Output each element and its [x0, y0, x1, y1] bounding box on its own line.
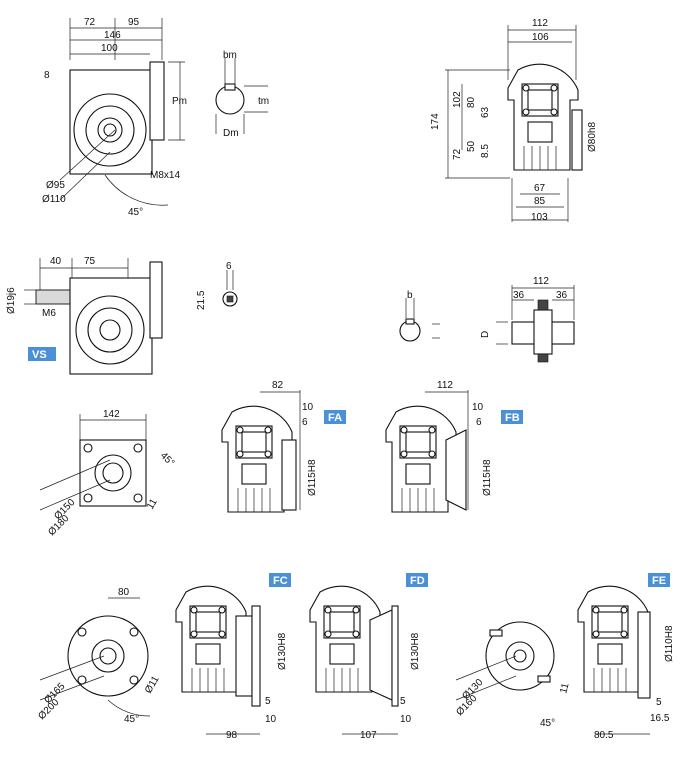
dim-phi110: Ø110 [42, 194, 66, 205]
dim-102: 102 [452, 91, 463, 108]
dim-11: 11 [145, 497, 160, 512]
vs-view: 40 75 Ø19j6 M6 VS [6, 256, 163, 375]
dim-phi115-fa: Ø115H8 [307, 459, 318, 496]
dim-phi11: Ø11 [143, 674, 162, 696]
dim-5-fc: 5 [265, 696, 271, 707]
dim-phi110-fe: Ø110H8 [664, 625, 675, 662]
key-section: bm tm Dm [215, 50, 269, 139]
vs-key-section: 6 21.5 [196, 261, 238, 310]
dim-36a: 36 [513, 290, 525, 301]
dim-m8x14: M8x14 [150, 170, 180, 181]
flange-square: 142 Ø150 Ø180 45° 11 [39, 409, 176, 538]
dim-112: 112 [532, 18, 548, 29]
top-left-view: 72 95 146 100 8 Ø95 Ø110 M8x14 45° Pm [42, 17, 187, 218]
fe-badge: FE [648, 573, 670, 587]
fc-view: Ø130H8 5 10 98 FC [175, 573, 291, 741]
dim-6-fb: 6 [476, 417, 482, 428]
svg-text:FB: FB [505, 412, 520, 424]
svg-text:VS: VS [32, 349, 47, 361]
dim-10-fa: 10 [302, 402, 314, 413]
fb-view: 112 10 6 Ø115H8 FB [385, 380, 523, 513]
dim-phi200: Ø200 [36, 697, 61, 722]
dim-10-fb: 10 [472, 402, 484, 413]
dim-10-fc: 10 [265, 714, 277, 725]
dim-phi19j6: Ø19j6 [6, 287, 17, 314]
dim-phi115-fb: Ø115H8 [482, 459, 493, 496]
fd-view: Ø130H8 5 10 107 FD [309, 573, 428, 741]
dim-100: 100 [101, 43, 118, 54]
dim-45b: 45° [158, 450, 176, 468]
dim-phi130-fd: Ø130H8 [410, 632, 421, 670]
dim-174: 174 [430, 113, 441, 130]
dim-72: 72 [84, 17, 96, 28]
dim-6: 6 [226, 261, 232, 272]
dim-36b: 36 [556, 290, 568, 301]
top-right-view: 112 106 174 102 80 63 72 50 8.5 Ø80h8 67… [430, 18, 598, 223]
dim-95: 95 [128, 17, 140, 28]
vs-badge: VS [28, 347, 56, 361]
dim-phi160: Ø160 [454, 693, 479, 718]
dim-5-fe: 5 [656, 697, 662, 708]
svg-text:FE: FE [652, 575, 666, 587]
dim-45: 45° [128, 207, 143, 218]
dim-tm: tm [258, 96, 269, 107]
fd-badge: FD [406, 573, 428, 587]
dim-11-fe: 11 [558, 681, 571, 694]
dim-45d: 45° [540, 718, 555, 729]
dim-phi95: Ø95 [46, 180, 65, 191]
dim-40: 40 [50, 256, 62, 267]
dim-80: 80 [466, 96, 477, 108]
dim-phi180: Ø180 [46, 513, 71, 538]
fa-view: 82 10 6 Ø115H8 FA [221, 380, 346, 513]
dim-16-5: 16.5 [650, 713, 670, 724]
dim-bm: bm [223, 50, 237, 61]
hollow-key-section: b [399, 290, 440, 342]
dim-106: 106 [532, 32, 549, 43]
fb-badge: FB [501, 410, 523, 424]
dim-d: D [480, 331, 491, 338]
dim-112-fb: 112 [437, 380, 453, 391]
dim-146: 146 [104, 30, 121, 41]
dim-85: 85 [534, 196, 546, 207]
dim-103: 103 [531, 212, 548, 223]
dim-21-5: 21.5 [196, 290, 207, 310]
dim-98: 98 [226, 730, 238, 741]
dim-m6: M6 [42, 308, 56, 319]
dim-10-fd: 10 [400, 714, 412, 725]
svg-text:FA: FA [328, 412, 342, 424]
fe-view: Ø110H8 5 16.5 80.5 FE [577, 573, 675, 741]
dim-b: b [407, 290, 413, 301]
dim-pm: Pm [172, 96, 187, 107]
dim-80-fc: 80 [118, 587, 130, 598]
dim-phi130-fc: Ø130H8 [277, 632, 288, 670]
dim-8: 8 [44, 70, 50, 81]
dim-45c: 45° [124, 714, 139, 725]
dim-5-fd: 5 [400, 696, 406, 707]
dim-142: 142 [103, 409, 120, 420]
dim-82: 82 [272, 380, 284, 391]
fc-flange: 80 Ø165 Ø200 Ø11 45° [36, 587, 162, 725]
dim-112b: 112 [533, 276, 549, 287]
dim-107: 107 [360, 730, 377, 741]
dim-50: 50 [466, 140, 477, 152]
dim-75: 75 [84, 256, 96, 267]
dim-67: 67 [534, 183, 546, 194]
dim-6-fa: 6 [302, 417, 308, 428]
dim-80-5: 80.5 [594, 730, 614, 741]
output-shaft: 112 36 36 D [480, 276, 575, 363]
fc-badge: FC [269, 573, 291, 587]
svg-text:FC: FC [273, 575, 288, 587]
fa-badge: FA [324, 410, 346, 424]
dim-phi80h8: Ø80h8 [587, 122, 598, 152]
fe-flange: Ø130 Ø160 11 45° [454, 621, 572, 729]
dim-8-5: 8.5 [480, 144, 491, 158]
dim-dm: Dm [223, 128, 239, 139]
svg-text:FD: FD [410, 575, 425, 587]
dim-63: 63 [480, 106, 491, 118]
dim-72b: 72 [452, 148, 463, 160]
